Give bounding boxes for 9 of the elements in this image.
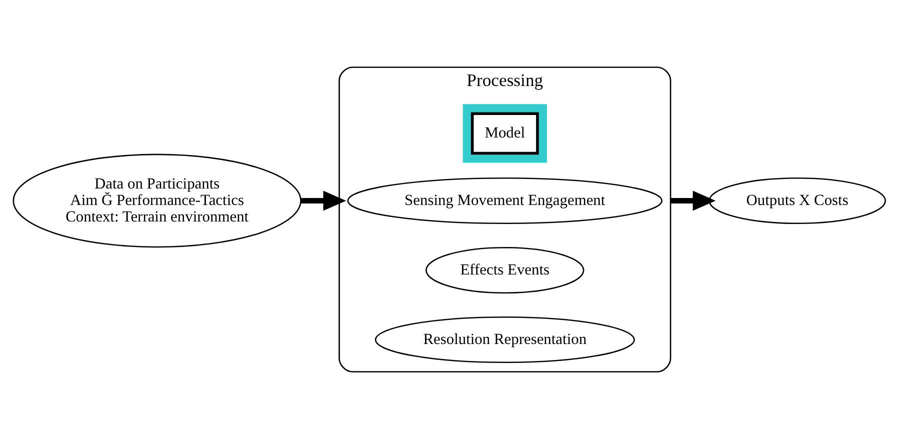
node-box: Model [470, 112, 539, 154]
node-ellipse: Outputs X Costs [708, 176, 886, 224]
node-ellipse: Effects Events [426, 246, 584, 294]
node-ellipse: Data on Participants Aim Ğ Performance-Tactics Context: Terrain environment [12, 153, 302, 248]
node-ellipse: Sensing Movement Engagement [347, 176, 663, 224]
arrow [670, 190, 716, 210]
node-ellipse: Resolution Representation [374, 316, 635, 363]
arrow [300, 190, 346, 210]
cluster [462, 104, 547, 162]
